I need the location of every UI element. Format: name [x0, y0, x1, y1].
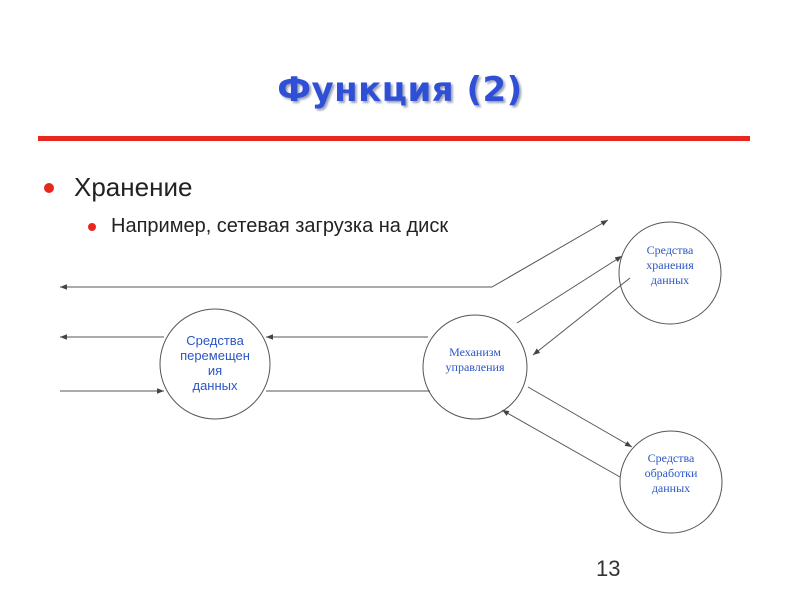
flow-line-control-to-storage	[516, 255, 623, 324]
bullet-level-1: Хранение	[44, 172, 192, 203]
node-transport-circle	[159, 308, 271, 420]
title-divider	[38, 136, 750, 141]
node-storage-circle	[618, 221, 722, 325]
bullet-text: Хранение	[74, 172, 193, 202]
node-storage-label: Средства хранения данных	[646, 243, 694, 287]
slide-title: Функция (2)	[277, 70, 523, 110]
page-number: 13	[596, 556, 621, 581]
node-control-circle	[422, 314, 528, 420]
node-processing-circle	[619, 430, 723, 534]
bullet-dot-icon	[44, 182, 54, 193]
node-control-label: Механизм управления	[445, 345, 505, 374]
flow-line-control-to-processing	[527, 386, 633, 448]
flow-line-processing-to-control	[501, 409, 621, 478]
flow-line-storage-to-control	[532, 277, 631, 356]
node-processing-label: Средства обработки данных	[644, 451, 698, 495]
node-transport-label: Средства перемещен ия данных	[180, 333, 250, 393]
flow-line-external-top	[60, 219, 609, 290]
